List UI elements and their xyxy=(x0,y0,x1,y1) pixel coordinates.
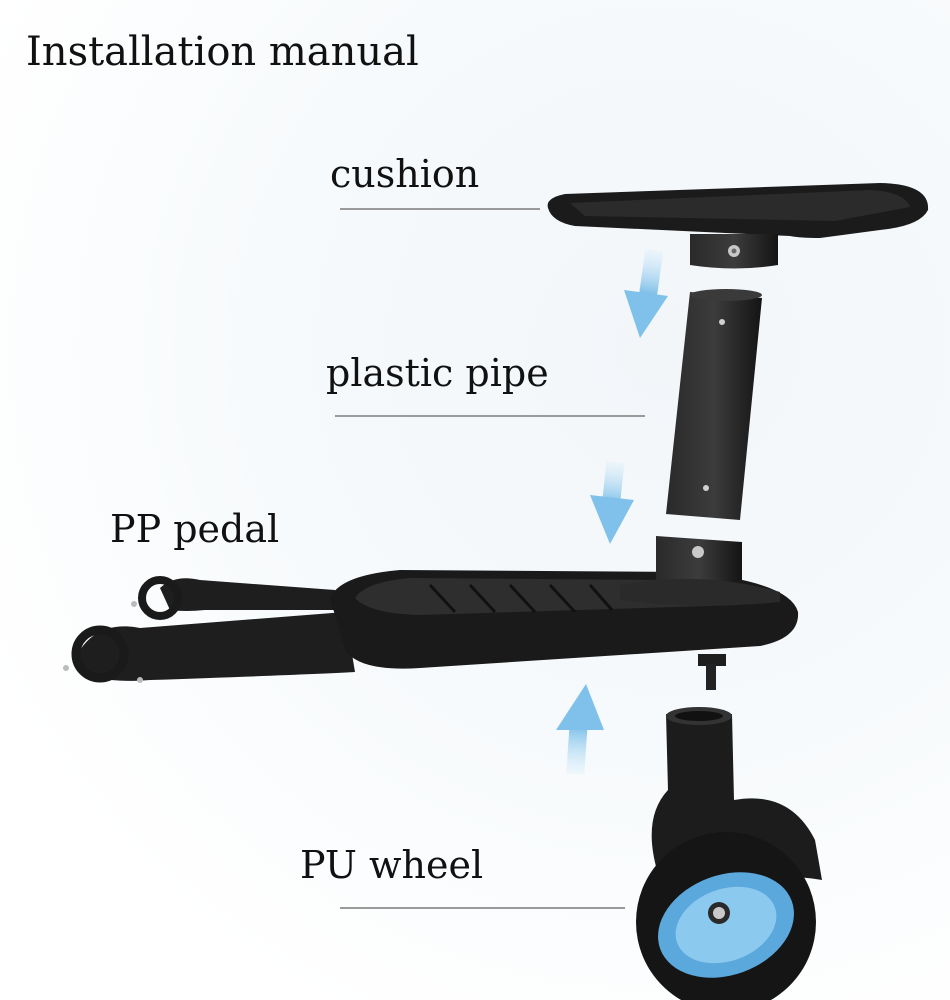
arrow-wheel-to-pedal xyxy=(556,684,604,775)
pp-pedal-label: PP pedal xyxy=(110,507,280,551)
plastic-pipe-label: plastic pipe xyxy=(326,351,549,395)
page-title: Installation manual xyxy=(26,29,419,75)
plastic-pipe-part xyxy=(666,289,762,520)
pu-wheel-part xyxy=(636,707,822,1000)
cushion-label: cushion xyxy=(330,152,480,196)
arrow-pipe-to-pedal xyxy=(590,461,634,544)
arrow-cushion-to-pipe xyxy=(624,248,668,338)
pu-wheel-label: PU wheel xyxy=(300,843,484,887)
pp-pedal-part xyxy=(63,536,799,690)
cushion-part xyxy=(547,183,929,269)
